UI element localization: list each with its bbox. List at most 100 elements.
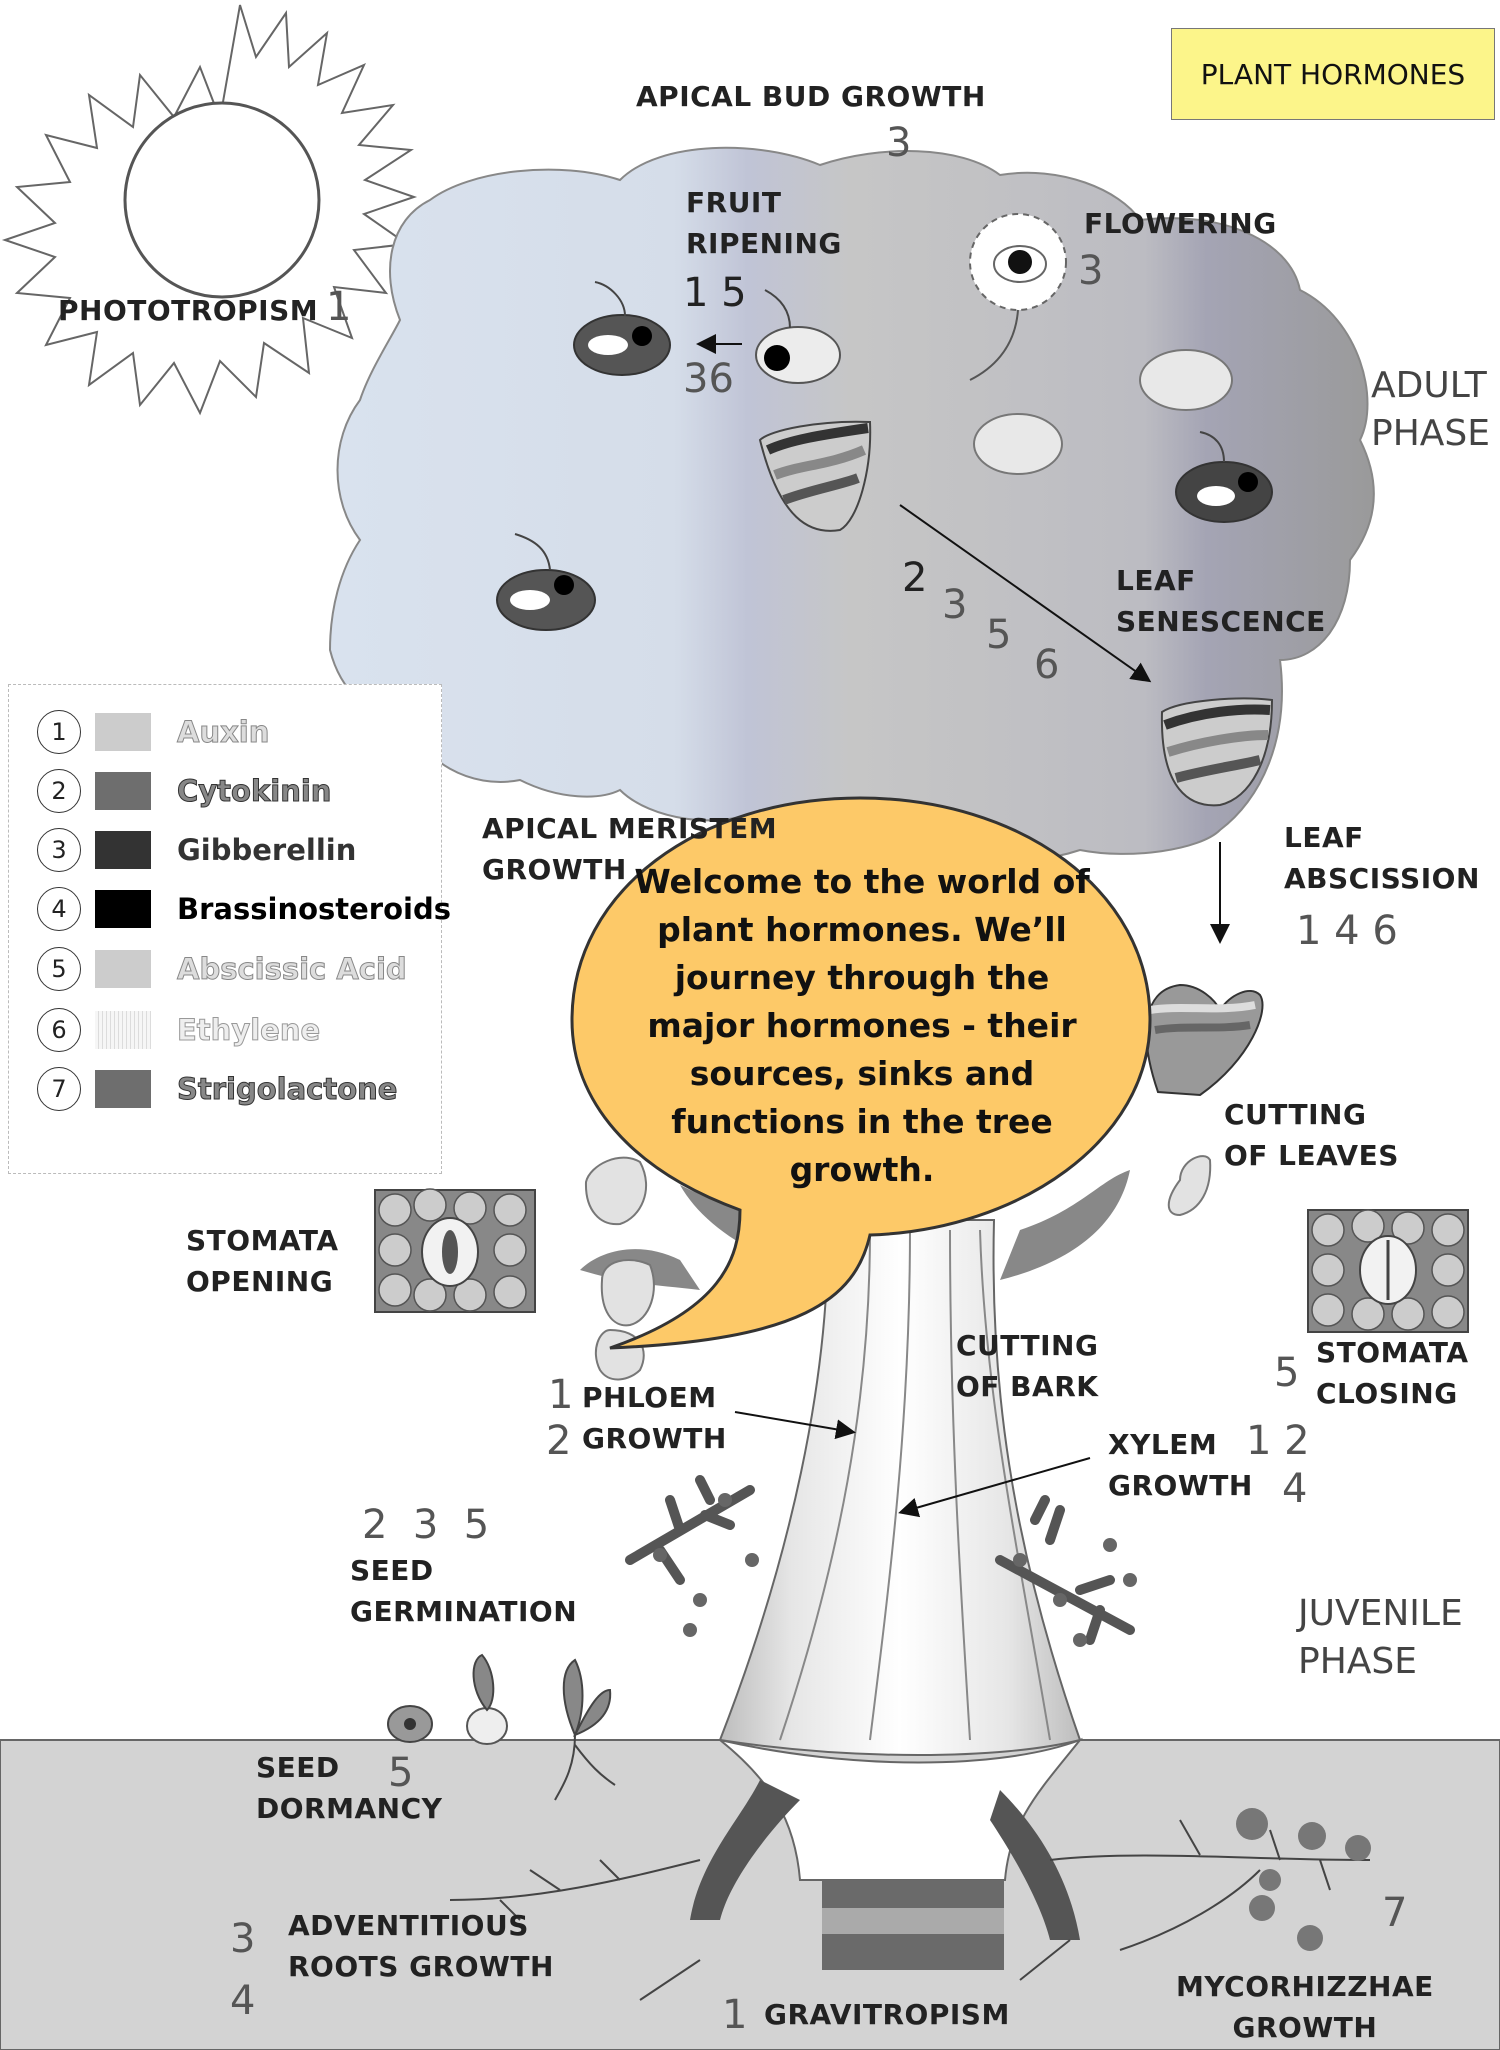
adult-phase-line-2: PHASE — [1371, 413, 1491, 454]
xylem-growth-label: XYLEM GROWTH — [1108, 1424, 1253, 1506]
root-lines — [449, 1819, 1371, 2001]
leaf-senescence-line-2: SENESCENCE — [1116, 605, 1326, 638]
legend-swatch — [95, 1011, 151, 1049]
stomata-opening-icon — [374, 1188, 536, 1313]
legend-swatch — [95, 772, 151, 810]
leaf-senescence-hormone-1: 2 — [902, 555, 928, 601]
cutting-of-bark-line-2: OF BARK — [956, 1370, 1099, 1403]
phloem-growth-hormone-1: 1 — [548, 1372, 574, 1418]
adult-phase-line-1: ADULT — [1371, 365, 1487, 406]
mycorrhizae-growth-hormones: 7 — [1382, 1890, 1408, 1936]
small-leaf-icons — [584, 1155, 1212, 1381]
seed-dormancy-line-2: DORMANCY — [256, 1792, 443, 1825]
fruit-ripening-line-2: RIPENING — [686, 227, 842, 260]
leaf-senescence-line-1: LEAF — [1116, 564, 1196, 597]
apical-bud-growth-hormones: 3 — [886, 120, 912, 166]
leaf-senescence-hormone-2: 3 — [942, 582, 968, 628]
apical-meristem-line-1: APICAL MERISTEM — [482, 812, 778, 845]
seed-germination-line-2: GERMINATION — [350, 1595, 578, 1628]
xylem-growth-hormones-bottom: 4 — [1282, 1466, 1308, 1512]
phototropism-label: PHOTOTROPISM — [58, 294, 319, 327]
stomata-opening-line-2: OPENING — [186, 1265, 334, 1298]
seedling-icon — [554, 1658, 616, 1801]
cutting-of-leaves-line-1: CUTTING — [1224, 1098, 1367, 1131]
legend-number: 3 — [37, 828, 81, 872]
striped-leaf-icon-2 — [1160, 697, 1274, 807]
mycorrhizae-growth-label: MYCORHIZZHAE GROWTH — [1176, 1966, 1434, 2048]
stomata-closing-icon — [1307, 1209, 1469, 1333]
flower-icon — [969, 213, 1067, 381]
legend-swatch — [95, 831, 151, 869]
legend-number: 7 — [37, 1067, 81, 1111]
fruit-ripening-hormones-bottom: 36 — [683, 356, 734, 402]
striped-leaf-icon-1 — [758, 420, 872, 532]
cutting-of-leaves-label: CUTTING OF LEAVES — [1224, 1094, 1399, 1176]
legend-swatch — [95, 713, 151, 751]
legend-number: 2 — [37, 769, 81, 813]
diagram-title: PLANT HORMONES — [1171, 28, 1495, 120]
adventitious-roots-line-1: ADVENTITIOUS — [288, 1909, 529, 1942]
trunk — [718, 1219, 1082, 1756]
stomata-opening-line-1: STOMATA — [186, 1224, 339, 1257]
legend-item-auxin: 1 Auxin — [37, 709, 270, 755]
phloem-growth-line-2: GROWTH — [582, 1422, 727, 1455]
adventitious-roots-growth-label: ADVENTITIOUS ROOTS GROWTH — [288, 1905, 554, 1987]
adventitious-roots-hormone-2: 4 — [230, 1978, 256, 2024]
legend-name: Gibberellin — [177, 833, 357, 867]
legend-item-gibberellin: 3 Gibberellin — [37, 827, 356, 873]
fruit-icon-1 — [573, 281, 671, 376]
hormone-legend: 1 Auxin 2 Cytokinin 3 Gibberellin 4 Bras… — [8, 684, 451, 1174]
apical-meristem-line-2: GROWTH — [482, 853, 627, 886]
legend-name: Brassinosteroids — [177, 892, 451, 926]
xylem-arrow — [898, 1457, 1091, 1518]
ground — [0, 1739, 1500, 2050]
leaf-senescence-arrow — [899, 504, 1152, 683]
legend-number: 5 — [37, 947, 81, 991]
legend-item-brassinosteroids: 4 Brassinosteroids — [37, 886, 451, 932]
stomata-closing-line-1: STOMATA — [1316, 1336, 1469, 1369]
fruit-outline-icons — [973, 349, 1233, 475]
seed-dormancy-hormones: 5 — [388, 1750, 414, 1796]
mycorrhizae-line-2: GROWTH — [1232, 2011, 1378, 2044]
falling-leaf-icon — [1145, 983, 1264, 1097]
gravitropism-label: GRAVITROPISM — [764, 1998, 1010, 2031]
flowering-hormones: 3 — [1078, 248, 1104, 294]
leaf-abscission-line-1: LEAF — [1284, 821, 1364, 854]
apical-meristem-growth-label: APICAL MERISTEM GROWTH — [482, 808, 777, 890]
legend-name: Cytokinin — [176, 774, 332, 809]
leaf-abscission-line-2: ABSCISSION — [1284, 862, 1480, 895]
legend-number: 4 — [37, 887, 81, 931]
right-fern-icon — [995, 1495, 1135, 1645]
seed-germination-hormones: 2 3 5 — [362, 1502, 490, 1548]
legend-item-strigolactone: 7 Strigolactone — [37, 1066, 398, 1112]
leaf-senescence-hormone-3: 5 — [986, 612, 1012, 658]
seed-germination-label: SEED GERMINATION — [350, 1550, 577, 1632]
germinating-seed-icon — [466, 1653, 508, 1745]
left-fern-icon — [625, 1475, 755, 1585]
leaf-abscission-label: LEAF ABSCISSION — [1284, 817, 1480, 899]
stomata-closing-label: STOMATA CLOSING — [1316, 1332, 1469, 1414]
phloem-growth-line-1: PHLOEM — [582, 1381, 717, 1414]
right-fern-dots — [1013, 1538, 1137, 1647]
juvenile-phase-line-2: PHASE — [1298, 1641, 1418, 1682]
speech-bubble-text: Welcome to the world of plant hormones. … — [634, 862, 1090, 1189]
legend-item-cytokinin: 2 Cytokinin — [37, 768, 332, 814]
stomata-closing-line-2: CLOSING — [1316, 1377, 1458, 1410]
adventitious-roots-line-2: ROOTS GROWTH — [288, 1950, 554, 1983]
cutting-of-leaves-line-2: OF LEAVES — [1224, 1139, 1399, 1172]
flowering-label: FLOWERING — [1084, 207, 1277, 240]
seed-icon — [387, 1705, 433, 1743]
juvenile-phase-label: JUVENILE PHASE — [1298, 1590, 1463, 1686]
legend-swatch — [95, 1070, 151, 1108]
mycorrhizae-line-1: MYCORHIZZHAE — [1176, 1970, 1434, 2003]
stomata-closing-hormones: 5 — [1274, 1350, 1300, 1396]
fruit-ripening-label: FRUIT RIPENING — [686, 182, 842, 264]
adult-phase-label: ADULT PHASE — [1371, 362, 1490, 458]
seed-dormancy-line-1: SEED — [256, 1751, 340, 1784]
cutting-of-bark-label: CUTTING OF BARK — [956, 1325, 1098, 1407]
sun-icon — [1, 4, 418, 416]
fruit-icon-4 — [1175, 431, 1273, 523]
phloem-growth-label: PHLOEM GROWTH — [582, 1377, 727, 1459]
phloem-arrow — [734, 1411, 856, 1440]
